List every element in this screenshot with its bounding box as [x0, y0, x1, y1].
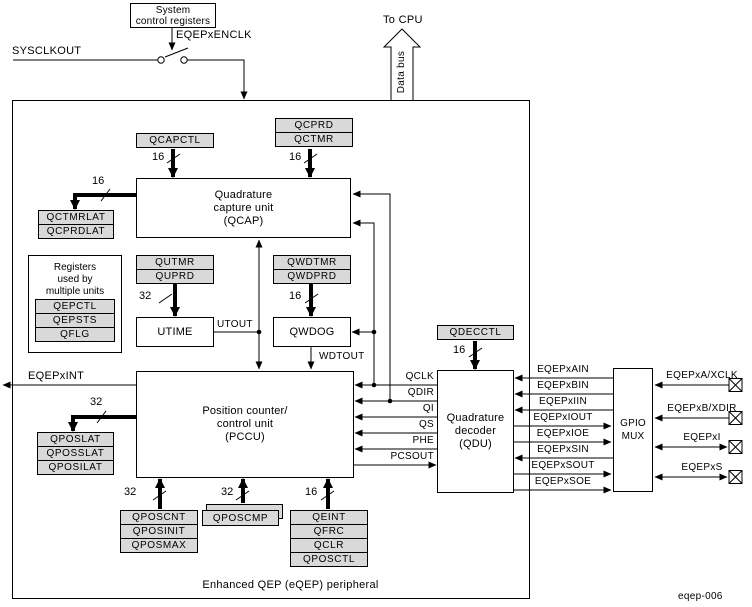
eqepxioe-label: EQEPxIOE — [536, 428, 590, 439]
gated-clock-line — [187, 59, 248, 100]
bus-width-qctmr: 16 — [289, 151, 302, 163]
pin-i-label: EQEPxI — [683, 432, 721, 443]
pccu-unit-box: Position counter/ control unit (PCCU) — [136, 371, 354, 478]
qclk-label: QCLK — [405, 371, 434, 382]
multi-unit-register-stack: QEPCTL QEPSTS QFLG — [35, 299, 115, 342]
peripheral-caption: Enhanced QEP (eQEP) peripheral — [202, 579, 379, 591]
position-latch-stack: QPOSLAT QPOSSLAT QPOSILAT — [37, 432, 114, 475]
position-counter-stack: QPOSCNT QPOSINIT QPOSMAX — [120, 510, 198, 553]
bus-width-qposcnt: 32 — [124, 486, 137, 498]
system-control-registers-box: System control registers — [130, 3, 216, 28]
register-qdecctl: QDECCTL — [437, 325, 514, 340]
register-qclr: QCLR — [290, 538, 368, 553]
register-qposcnt: QPOSCNT — [120, 510, 198, 525]
register-qepsts: QEPSTS — [35, 313, 115, 328]
register-qcprdlat: QCPRDLAT — [38, 224, 114, 239]
eqepxsout-label: EQEPxSOUT — [531, 460, 595, 471]
switch-contact-left — [157, 56, 165, 64]
eqepxint-label: EQEPxINT — [28, 370, 85, 382]
register-qepctl: QEPCTL — [35, 299, 115, 314]
bus-width-qeint: 16 — [305, 486, 318, 498]
capture-latch-stack: QCTMRLAT QCPRDLAT — [38, 210, 114, 239]
register-qposslat: QPOSSLAT — [37, 446, 114, 461]
to-cpu-label: To CPU — [383, 14, 423, 26]
qdir-label: QDIR — [407, 387, 434, 398]
register-qposinit: QPOSINIT — [120, 524, 198, 539]
switch-contact-right — [180, 56, 188, 64]
utime-unit-box: UTIME — [136, 317, 214, 347]
pin-b-xdir-label: EQEPxB/XDIR — [667, 403, 737, 414]
bus-width-ticks — [96, 153, 483, 501]
junction-dots — [256, 329, 393, 404]
eqepxsin-label: EQEPxSIN — [537, 444, 589, 455]
data-bus-label: Data bus — [396, 50, 407, 94]
register-qposlat: QPOSLAT — [37, 432, 114, 447]
register-qfrc: QFRC — [290, 524, 368, 539]
wdtout-label: WDTOUT — [319, 351, 365, 362]
qdir-riser-to-qcap — [352, 190, 391, 401]
gpio-mux-box: GPIO MUX — [613, 368, 653, 492]
eqepxbin-label: EQEPxBIN — [537, 380, 589, 391]
pin-a-xclk-label: EQEPxA/XCLK — [666, 370, 738, 381]
register-qposmax: QPOSMAX — [120, 538, 198, 553]
register-qctmrlat: QCTMRLAT — [38, 210, 114, 225]
register-qutmr: QUTMR — [136, 255, 214, 270]
register-qflg: QFLG — [35, 327, 115, 342]
bus-width-qcapctl: 16 — [152, 151, 165, 163]
data-bus-arrow — [382, 28, 422, 100]
bus-width-qdecctl: 16 — [453, 344, 466, 356]
clock-switch-lever — [164, 47, 189, 58]
peripheral-border — [12, 100, 530, 599]
qs-label: QS — [418, 419, 434, 430]
pcsout-label: PCSOUT — [390, 451, 434, 462]
eqepxiin-label: EQEPxIIN — [539, 396, 587, 407]
register-quprd: QUPRD — [136, 269, 214, 284]
utout-label: UTOUT — [217, 319, 253, 330]
register-qposctl: QPOSCTL — [290, 552, 368, 567]
register-qcprd: QCPRD — [275, 118, 353, 133]
eqepxiout-label: EQEPxIOUT — [533, 412, 593, 423]
unit-timer-stack: QUTMR QUPRD — [136, 255, 214, 284]
register-qposcmp: QPOSCMP — [202, 510, 279, 526]
qcap-unit-box: Quadrature capture unit (QCAP) — [136, 178, 351, 238]
watchdog-stack: QWDTMR QWDPRD — [273, 255, 351, 284]
register-qposilat: QPOSILAT — [37, 460, 114, 475]
bus-width-qposlat: 32 — [90, 396, 103, 408]
eqepxain-label: EQEPxAIN — [537, 364, 589, 375]
qi-label: QI — [422, 403, 434, 414]
register-qwdprd: QWDPRD — [273, 269, 351, 284]
bus-width-qutmr: 32 — [139, 290, 152, 302]
register-qwdtmr: QWDTMR — [273, 255, 351, 270]
qcap-latch-bus — [70, 193, 136, 210]
eqepxsoe-label: EQEPxSOE — [534, 476, 592, 487]
qcprd-qctmr-stack: QCPRD QCTMR — [275, 118, 353, 147]
pccu-latch-bus — [68, 415, 136, 432]
enclk-label: EQEPxENCLK — [176, 29, 252, 41]
phe-label: PHE — [412, 435, 434, 446]
bus-width-qwdtmr: 16 — [289, 290, 302, 302]
register-qeint: QEINT — [290, 510, 368, 525]
register-qcapctl: QCAPCTL — [136, 133, 214, 148]
pin-s-label: EQEPxS — [681, 462, 723, 473]
bus-width-qclat: 16 — [92, 175, 105, 187]
register-qctmr: QCTMR — [275, 132, 353, 147]
interrupt-control-stack: QEINT QFRC QCLR QPOSCTL — [290, 510, 368, 567]
figure-id: eqep-006 — [678, 591, 723, 602]
qwdog-unit-box: QWDOG — [273, 317, 351, 347]
bus-width-qposcmp: 32 — [221, 486, 234, 498]
qdu-unit-box: Quadrature decoder (QDU) — [437, 370, 514, 493]
sysclkout-label: SYSCLKOUT — [12, 45, 82, 57]
